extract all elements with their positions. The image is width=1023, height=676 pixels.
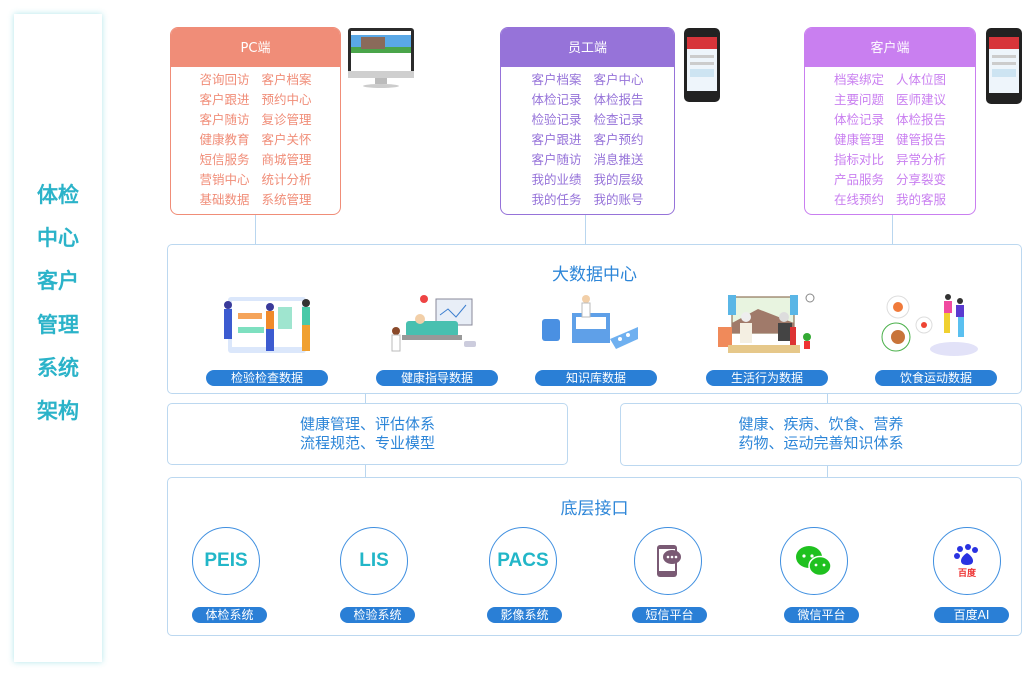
card-header: 客户端	[805, 28, 975, 67]
connector	[585, 215, 586, 244]
feature-item: 检验记录	[531, 112, 582, 127]
feature-item: 异常分析	[896, 152, 947, 167]
lifestyle-behavior-illustration	[718, 293, 815, 353]
feature-item: 客户随访	[199, 112, 250, 127]
interfaces-title: 底层接口	[560, 499, 629, 519]
feature-item: 在线预约	[833, 192, 884, 207]
feature-item: 消息推送	[593, 152, 644, 167]
feature-item: 检查记录	[593, 112, 644, 127]
baidu-icon: 百度	[933, 527, 1001, 595]
card-header: 员工端	[501, 28, 674, 67]
feature-item: 咨询回访	[199, 72, 250, 87]
data-tag-knowledge-base: 知识库数据	[535, 370, 657, 386]
svg-text:百度: 百度	[958, 567, 977, 579]
interface-label-peis: 体检系统	[192, 607, 267, 623]
feature-item: 人体位图	[896, 72, 947, 87]
feature-item: 主要问题	[833, 92, 884, 107]
feature-item: 体检报告	[593, 92, 644, 107]
mobile-phone-icon	[986, 28, 1022, 104]
health-guidance-illustration	[391, 295, 476, 352]
feature-item: 营销中心	[199, 172, 250, 187]
feature-item: 我的账号	[593, 192, 644, 207]
lis-logo: LIS	[340, 527, 408, 595]
data-tag-health-guidance: 健康指导数据	[376, 370, 498, 386]
feature-item: 档案绑定	[833, 72, 884, 87]
staff-client-card: 员工端客户档案客户中心体检记录体检报告检验记录检查记录客户跟进客户预约客户随访消…	[500, 27, 675, 215]
feature-item: 我的客服	[896, 192, 947, 207]
mobile-phone-icon	[684, 28, 720, 102]
lab-inspection-illustration	[224, 297, 310, 353]
pc-client-card: PC端咨询回访客户档案客户跟进预约中心客户随访复诊管理健康教育客户关怀短信服务商…	[170, 27, 341, 215]
feature-item: 分享裂变	[896, 172, 947, 187]
card-header: PC端	[171, 28, 340, 67]
knowledge-base-illustration	[542, 295, 638, 349]
feature-item: 医师建议	[896, 92, 947, 107]
customer-client-card: 客户端档案绑定人体位图主要问题医师建议体检记录体检报告健康管理健管报告指标对比异…	[804, 27, 976, 215]
peis-logo: PEIS	[192, 527, 260, 595]
data-tag-lifestyle: 生活行为数据	[706, 370, 828, 386]
feature-item: 基础数据	[199, 192, 250, 207]
wechat-icon	[780, 527, 848, 595]
feature-item: 客户跟进	[531, 132, 582, 147]
knowledge-system-panel: 健康、疾病、饮食、营养 药物、运动完善知识体系	[620, 403, 1022, 466]
interface-label-lis: 检验系统	[340, 607, 415, 623]
feature-item: 体检报告	[896, 112, 947, 127]
sms-phone-icon	[634, 527, 702, 595]
sidebar: 体检 中心 客户 管理 系统 架构	[14, 14, 102, 662]
data-tag-lab: 检验检查数据	[206, 370, 328, 386]
feature-list: 客户档案客户中心体检记录体检报告检验记录检查记录客户跟进客户预约客户随访消息推送…	[501, 67, 674, 210]
feature-item: 体检记录	[531, 92, 582, 107]
feature-item: 健康教育	[199, 132, 250, 147]
diagram-title: 体检 中心 客户 管理 系统 架构	[37, 183, 79, 424]
feature-item: 短信服务	[199, 152, 250, 167]
feature-item: 预约中心	[261, 92, 312, 107]
interface-label-pacs: 影像系统	[487, 607, 562, 623]
big-data-center-panel: 大数据中心 检验检查数据 健康指导数据 知识库数据 生活行为数据 饮食运动数据	[167, 244, 1022, 394]
feature-item: 我的业绩	[531, 172, 582, 187]
feature-item: 客户跟进	[199, 92, 250, 107]
feature-item: 客户档案	[261, 72, 312, 87]
feature-item: 客户中心	[593, 72, 644, 87]
feature-item: 健管报告	[896, 132, 947, 147]
feature-item: 健康管理	[833, 132, 884, 147]
interface-label-baidu: 百度AI	[934, 607, 1009, 623]
feature-list: 档案绑定人体位图主要问题医师建议体检记录体检报告健康管理健管报告指标对比异常分析…	[805, 67, 975, 210]
feature-item: 客户预约	[593, 132, 644, 147]
base-interfaces-panel: 底层接口 PEIS LIS PACS 百度 体检系统 检验系统 影像系统 短信平…	[167, 477, 1022, 636]
interface-label-sms: 短信平台	[632, 607, 707, 623]
feature-item: 系统管理	[261, 192, 312, 207]
desktop-monitor-icon	[348, 28, 414, 88]
diet-exercise-illustration	[881, 294, 978, 356]
big-data-title: 大数据中心	[552, 265, 637, 285]
feature-item: 指标对比	[833, 152, 884, 167]
interface-label-wechat: 微信平台	[784, 607, 859, 623]
feature-item: 体检记录	[833, 112, 884, 127]
feature-item: 客户关怀	[261, 132, 312, 147]
connector	[892, 215, 893, 244]
connector	[255, 215, 256, 244]
feature-item: 商城管理	[261, 152, 312, 167]
feature-item: 统计分析	[261, 172, 312, 187]
pacs-logo: PACS	[489, 527, 557, 595]
feature-item: 复诊管理	[261, 112, 312, 127]
data-tag-diet-exercise: 饮食运动数据	[875, 370, 997, 386]
feature-list: 咨询回访客户档案客户跟进预约中心客户随访复诊管理健康教育客户关怀短信服务商城管理…	[171, 67, 340, 210]
feature-item: 我的层级	[593, 172, 644, 187]
feature-item: 产品服务	[833, 172, 884, 187]
feature-item: 我的任务	[531, 192, 582, 207]
feature-item: 客户随访	[531, 152, 582, 167]
health-model-panel: 健康管理、评估体系 流程规范、专业模型	[167, 403, 568, 465]
feature-item: 客户档案	[531, 72, 582, 87]
